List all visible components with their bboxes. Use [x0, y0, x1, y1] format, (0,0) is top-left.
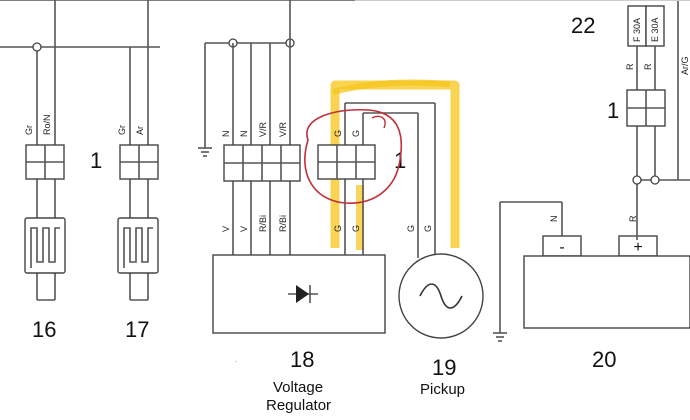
c16-number: 16 [32, 317, 56, 342]
c18-top-wire-3: V/R [258, 121, 268, 137]
component-17: Gr Ar 17 [117, 0, 159, 342]
c17-wire-left-label: Gr [117, 125, 127, 135]
c18-bottom-wire-4: R/Bi [278, 215, 288, 232]
c19-number: 19 [432, 355, 456, 380]
c19-bottom-wire-right-2: G [423, 225, 433, 232]
c18-caption-line1: Voltage [273, 379, 323, 396]
ground-icon [493, 332, 507, 342]
component-22: 22 F 30A E 30A R R Ar/G 1 [571, 0, 690, 240]
c20-pos-wire-label: R [628, 215, 638, 222]
c20-neg-symbol: - [559, 239, 564, 256]
c19-top-wire-2: G [351, 130, 361, 137]
c17-number: 17 [125, 317, 149, 342]
c16-wire-left-label: Gr [24, 125, 34, 135]
c20-pos-symbol: + [633, 239, 642, 256]
stray-mark: . [235, 355, 237, 364]
c19-caption: Pickup [420, 381, 465, 398]
annotation-circle [304, 108, 403, 204]
c19-bottom-wire-right-1: G [406, 225, 416, 232]
ground-icon [198, 147, 212, 157]
connector-label-22: 1 [607, 98, 619, 123]
c22-fuse-f-label: F 30A [632, 18, 642, 42]
ac-wave-icon [419, 283, 463, 309]
c18-number: 18 [290, 347, 314, 372]
battery-box [523, 255, 690, 329]
c22-number: 22 [571, 13, 595, 38]
c22-wire-r2-label: R [643, 63, 653, 70]
c18-bottom-wire-3: R/Bi [258, 215, 268, 232]
c18-top-wire-4: V/R [278, 121, 288, 137]
c22-wire-r1-label: R [625, 63, 635, 70]
component-20: N R - + 20 [493, 201, 690, 372]
c19-top-wire-1: G [333, 130, 343, 137]
c16-wire-right-label: Ro/N [42, 114, 52, 135]
diode-icon [288, 285, 318, 303]
c20-number: 20 [592, 347, 616, 372]
c19-bottom-wire-left-1: G [333, 225, 343, 232]
c18-top-wire-2: N [239, 131, 249, 138]
component-16: Gr Ro/N 16 [24, 0, 66, 342]
component-19: G G 1 G G G G 19 Pickup [304, 79, 484, 398]
component-18: N N V/R V/R V V R/Bi R/Bi 18 Voltage Reg… [198, 0, 386, 414]
c22-fuse-e-label: E 30A [650, 17, 660, 42]
c18-top-wire-1: N [221, 131, 231, 138]
c20-neg-wire-label: N [549, 216, 559, 223]
c18-bottom-wire-2: V [239, 226, 249, 232]
c18-caption-line2: Regulator [266, 397, 331, 414]
c17-wire-right-label: Ar [135, 126, 145, 135]
c22-wire-far-label: Ar/G [680, 56, 690, 75]
connector-label-16-17: 1 [90, 148, 102, 173]
c18-bottom-wire-1: V [221, 226, 231, 232]
c19-bottom-wire-left-2: G [351, 225, 361, 232]
